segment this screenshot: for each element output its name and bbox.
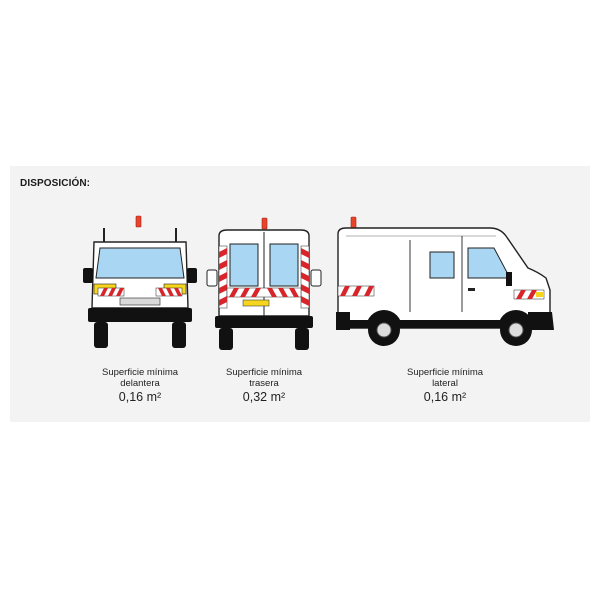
van-side-view — [336, 216, 554, 346]
side-window — [429, 251, 455, 279]
caption-rear: Superficie mínima trasera 0,32 m² — [204, 367, 324, 405]
front-hub — [508, 322, 524, 338]
license-plate — [242, 299, 270, 307]
roof-beacon — [135, 215, 142, 228]
caption-area: 0,16 m² — [118, 390, 162, 404]
windshield — [95, 247, 185, 279]
caption-label: Superficie mínima — [225, 367, 303, 378]
mirror-right — [187, 268, 197, 283]
caption-label: Superficie mínima — [406, 367, 484, 378]
front-bumper — [88, 308, 192, 322]
side-reflective-rear — [337, 285, 375, 297]
rear-window-left — [229, 243, 259, 287]
grille — [119, 297, 161, 306]
side-rear-bumper — [336, 312, 350, 330]
caption-side: Superficie mínima lateral 0,16 m² — [385, 367, 505, 405]
wheel-left — [94, 322, 108, 348]
wheel-right — [172, 322, 186, 348]
mirror-left — [83, 268, 93, 283]
caption-area: 0,32 m² — [242, 390, 286, 404]
rear-mirror-left — [206, 269, 218, 287]
side-mirror — [506, 272, 512, 286]
rear-reflective-left-vertical — [218, 245, 228, 309]
rear-reflective-horizontal — [226, 287, 302, 298]
front-reflective-left — [97, 287, 125, 297]
rear-hub — [376, 322, 392, 338]
side-reflective-front — [513, 289, 545, 300]
roof-beacon — [350, 216, 357, 229]
wheel-right — [295, 328, 309, 350]
side-sill — [350, 320, 528, 328]
caption-label: Superficie mínima — [101, 367, 179, 378]
front-reflective-right — [155, 287, 183, 297]
caption-label-2: trasera — [249, 378, 279, 389]
rear-reflective-right-vertical — [300, 245, 310, 309]
heading: DISPOSICIÓN: — [20, 178, 91, 189]
caption-area: 0,16 m² — [423, 390, 467, 404]
door-handle — [468, 288, 475, 291]
rear-bumper — [215, 316, 313, 328]
caption-label-2: lateral — [432, 378, 458, 389]
van-rear-view — [206, 217, 322, 350]
caption-front: Superficie mínima delantera 0,16 m² — [80, 367, 200, 405]
rear-mirror-right — [310, 269, 322, 287]
rear-window-right — [269, 243, 299, 287]
van-front-view — [83, 215, 197, 348]
wheel-left — [219, 328, 233, 350]
caption-label-2: delantera — [120, 378, 160, 389]
side-front-bumper — [528, 312, 554, 330]
roof-beacon — [261, 217, 268, 230]
